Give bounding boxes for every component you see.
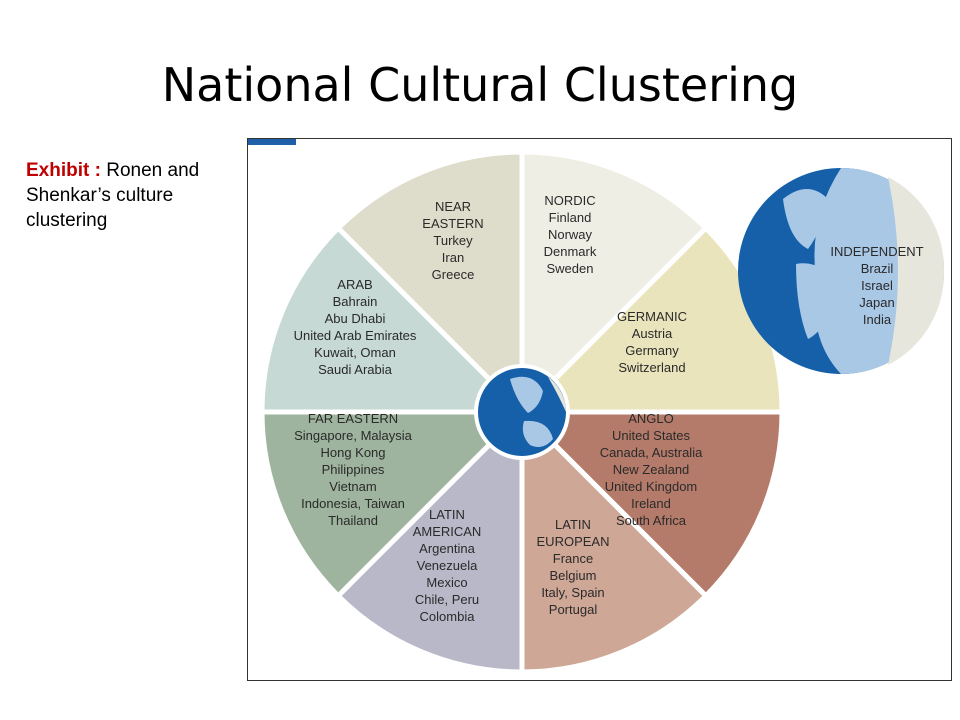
cluster-wedge-latin-european	[519, 405, 710, 675]
country-label: United Arab Emirates	[294, 328, 417, 343]
country-label: Bahrain	[333, 294, 378, 309]
globe-independent-icon	[738, 168, 945, 374]
country-label: South Africa	[616, 513, 687, 528]
cluster-name-latin-european-1: EUROPEAN	[537, 534, 610, 549]
country-label: Sweden	[547, 261, 594, 276]
country-label: Norway	[548, 227, 593, 242]
country-label: Venezuela	[417, 558, 478, 573]
slide-title: National Cultural Clustering	[161, 58, 799, 112]
country-label: Brazil	[861, 261, 894, 276]
country-label: Greece	[432, 267, 475, 282]
country-label: Chile, Peru	[415, 592, 479, 607]
country-label: Abu Dhabi	[325, 311, 386, 326]
country-label: Denmark	[544, 244, 597, 259]
cluster-wedge-anglo	[515, 409, 785, 600]
country-label: Canada, Australia	[600, 445, 703, 460]
cluster-name-latin-american-0: LATIN	[429, 507, 465, 522]
globe-center-icon	[474, 364, 570, 460]
country-label: Iran	[442, 250, 464, 265]
exhibit-text: Ronen and Shenkar’s culture clustering	[26, 160, 200, 231]
country-label: Switzerland	[618, 360, 685, 375]
country-label: Mexico	[426, 575, 467, 590]
cluster-name-near-eastern-1: EASTERN	[422, 216, 483, 231]
cluster-name-latin-european-0: LATIN	[555, 517, 591, 532]
cluster-name-latin-american-1: AMERICAN	[413, 524, 482, 539]
cluster-name-near-eastern-0: NEAR	[435, 199, 471, 214]
corner-tab	[248, 139, 296, 145]
cluster-wedge-far-eastern	[259, 409, 529, 600]
country-label: Colombia	[420, 609, 476, 624]
country-label: Turkey	[433, 233, 473, 248]
country-label: Ireland	[631, 496, 671, 511]
country-label: France	[553, 551, 593, 566]
cluster-name-far-eastern: FAR EASTERN	[308, 411, 398, 426]
cluster-wedge-near-eastern	[334, 149, 525, 419]
cluster-name-arab: ARAB	[337, 277, 372, 292]
country-label: Japan	[859, 295, 894, 310]
country-label: Italy, Spain	[541, 585, 604, 600]
country-label: Portugal	[549, 602, 598, 617]
country-label: United Kingdom	[605, 479, 698, 494]
country-label: Argentina	[419, 541, 475, 556]
country-label: Austria	[632, 326, 673, 341]
country-label: Kuwait, Oman	[314, 345, 396, 360]
country-label: Indonesia, Taiwan	[301, 496, 405, 511]
country-label: United States	[612, 428, 691, 443]
country-label: New Zealand	[613, 462, 690, 477]
cluster-name-independent: INDEPENDENT	[830, 244, 923, 259]
exhibit-caption: Exhibit : Ronen and Shenkar’s culture cl…	[26, 158, 226, 233]
country-label: Hong Kong	[320, 445, 385, 460]
country-label: Thailand	[328, 513, 378, 528]
country-label: Belgium	[550, 568, 597, 583]
cluster-wedge-latin-american	[334, 405, 525, 675]
country-label: Singapore, Malaysia	[294, 428, 413, 443]
country-label: Saudi Arabia	[318, 362, 392, 377]
cluster-name-anglo: ANGLO	[628, 411, 674, 426]
exhibit-label: Exhibit :	[26, 160, 101, 181]
country-label: India	[863, 312, 892, 327]
country-label: Philippines	[322, 462, 385, 477]
country-label: Finland	[549, 210, 592, 225]
cluster-wedge-arab	[259, 224, 529, 415]
cluster-name-germanic: GERMANIC	[617, 309, 687, 324]
country-label: Vietnam	[329, 479, 376, 494]
country-label: Israel	[861, 278, 893, 293]
cluster-wedge-nordic	[519, 149, 710, 419]
country-label: Germany	[625, 343, 679, 358]
cluster-name-nordic: NORDIC	[544, 193, 595, 208]
